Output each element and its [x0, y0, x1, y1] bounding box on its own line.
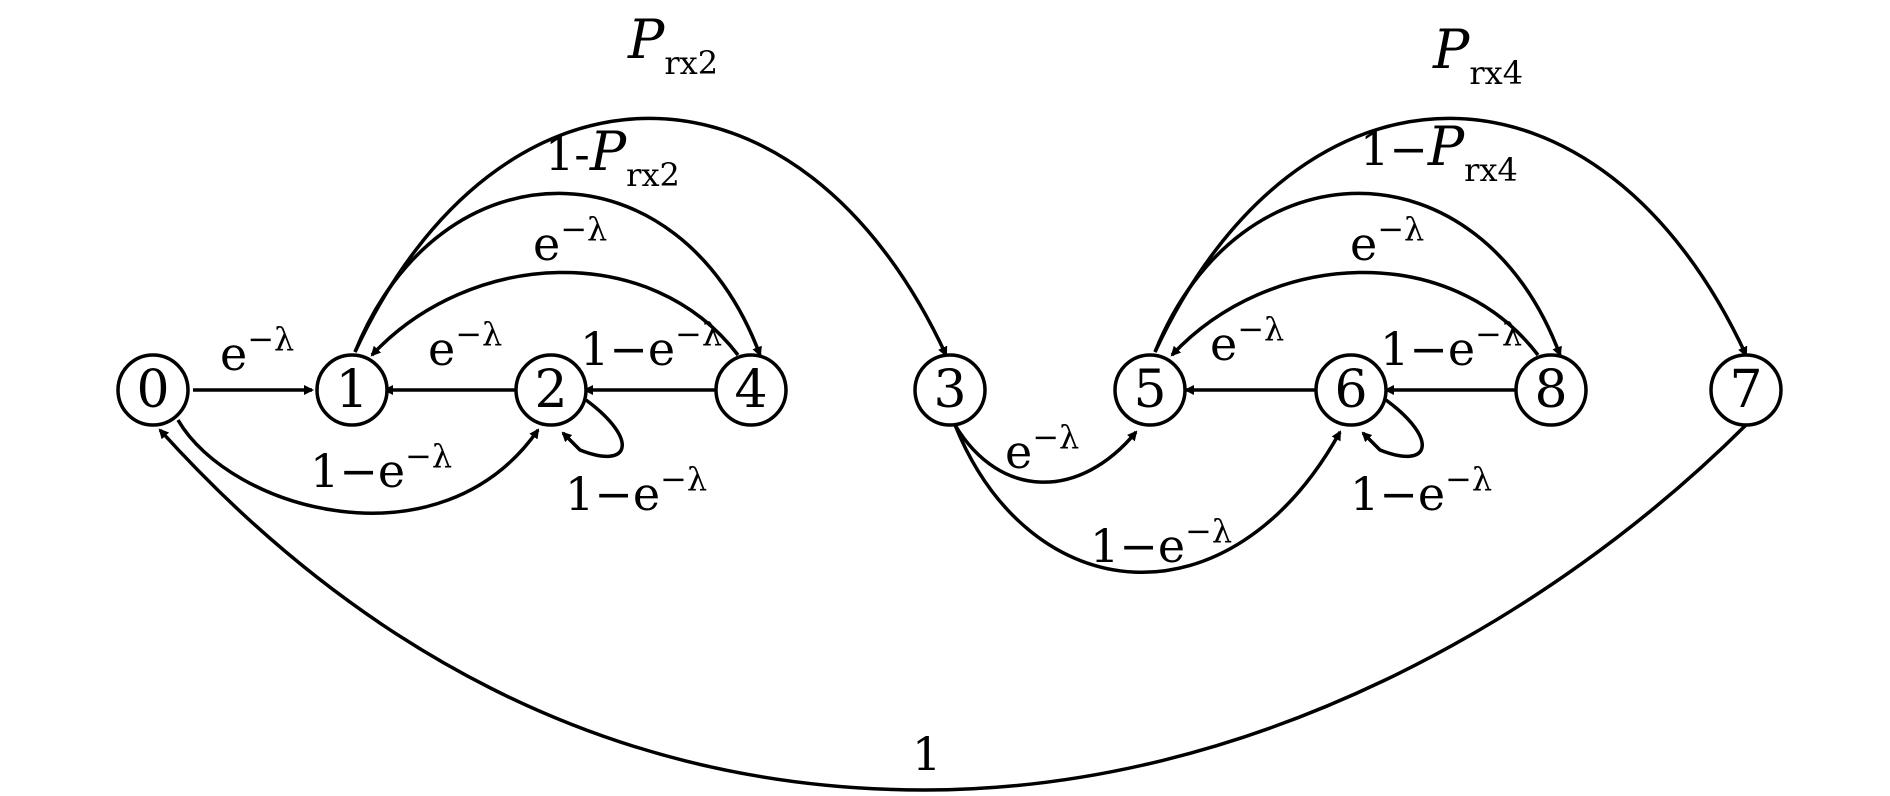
state-node-2: 2	[514, 353, 588, 427]
edge-label-3-5: e−λ	[1005, 418, 1079, 479]
edge-6-6-loop	[1361, 398, 1424, 459]
edge-3-6	[953, 424, 1342, 574]
state-node-label: 6	[1334, 360, 1367, 420]
state-node-8: 8	[1514, 353, 1588, 427]
edge-label-3-6: 1−e−λ	[1090, 512, 1232, 573]
edge-label-7-0: 1	[912, 727, 941, 781]
state-node-7: 7	[1709, 353, 1783, 427]
state-node-label: 5	[1133, 360, 1166, 420]
state-node-4: 4	[714, 353, 788, 427]
edge-label-5-7: Prx4	[1432, 18, 1523, 92]
edge-label-2-1: e−λ	[428, 315, 502, 376]
edge-label-0-2: 1−e−λ	[310, 437, 452, 498]
edge-label-2-2: 1−e−λ	[565, 460, 707, 521]
edge-label-8-5: e−λ	[1350, 210, 1424, 271]
edge-label-1-3: Prx2	[627, 8, 718, 82]
state-node-5: 5	[1113, 353, 1187, 427]
edge-label-6-6: 1−e−λ	[1350, 460, 1492, 521]
edge-3-5	[953, 424, 1138, 484]
edge-label-4-1: e−λ	[533, 210, 607, 271]
edge-label-6-5: e−λ	[1210, 310, 1284, 371]
edges	[158, 116, 1748, 792]
edge-1-3	[353, 116, 948, 357]
state-node-label: 2	[534, 360, 567, 420]
state-node-label: 1	[335, 360, 368, 420]
state-node-3: 3	[913, 353, 987, 427]
nodes: 0 1 2 4 3 5 6 8 7	[116, 353, 1783, 427]
edge-2-2-loop	[561, 398, 624, 459]
state-node-label: 0	[136, 360, 169, 420]
edge-label-1-4: 1-Prx2	[545, 120, 680, 194]
edge-7-0	[158, 423, 1748, 792]
state-node-label: 3	[933, 360, 966, 420]
edge-labels: e−λ e−λ 1−e−λ 1−e−λ 1−e−λ e−λ 1-Prx2 Prx…	[220, 8, 1523, 781]
edge-0-2	[176, 419, 540, 515]
state-node-label: 8	[1534, 360, 1567, 420]
state-node-label: 7	[1729, 360, 1762, 420]
edge-8-5	[1170, 270, 1540, 357]
state-node-label: 4	[734, 360, 767, 420]
edge-label-0-1: e−λ	[220, 320, 294, 381]
edge-label-4-2: 1−e−λ	[580, 315, 722, 376]
edge-4-1	[370, 270, 740, 357]
state-node-1: 1	[315, 353, 389, 427]
edge-label-5-8: 1−Prx4	[1360, 115, 1518, 189]
state-node-6: 6	[1314, 353, 1388, 427]
edge-5-7	[1153, 116, 1748, 357]
state-node-0: 0	[116, 353, 190, 427]
edge-label-8-6: 1−e−λ	[1380, 315, 1522, 376]
